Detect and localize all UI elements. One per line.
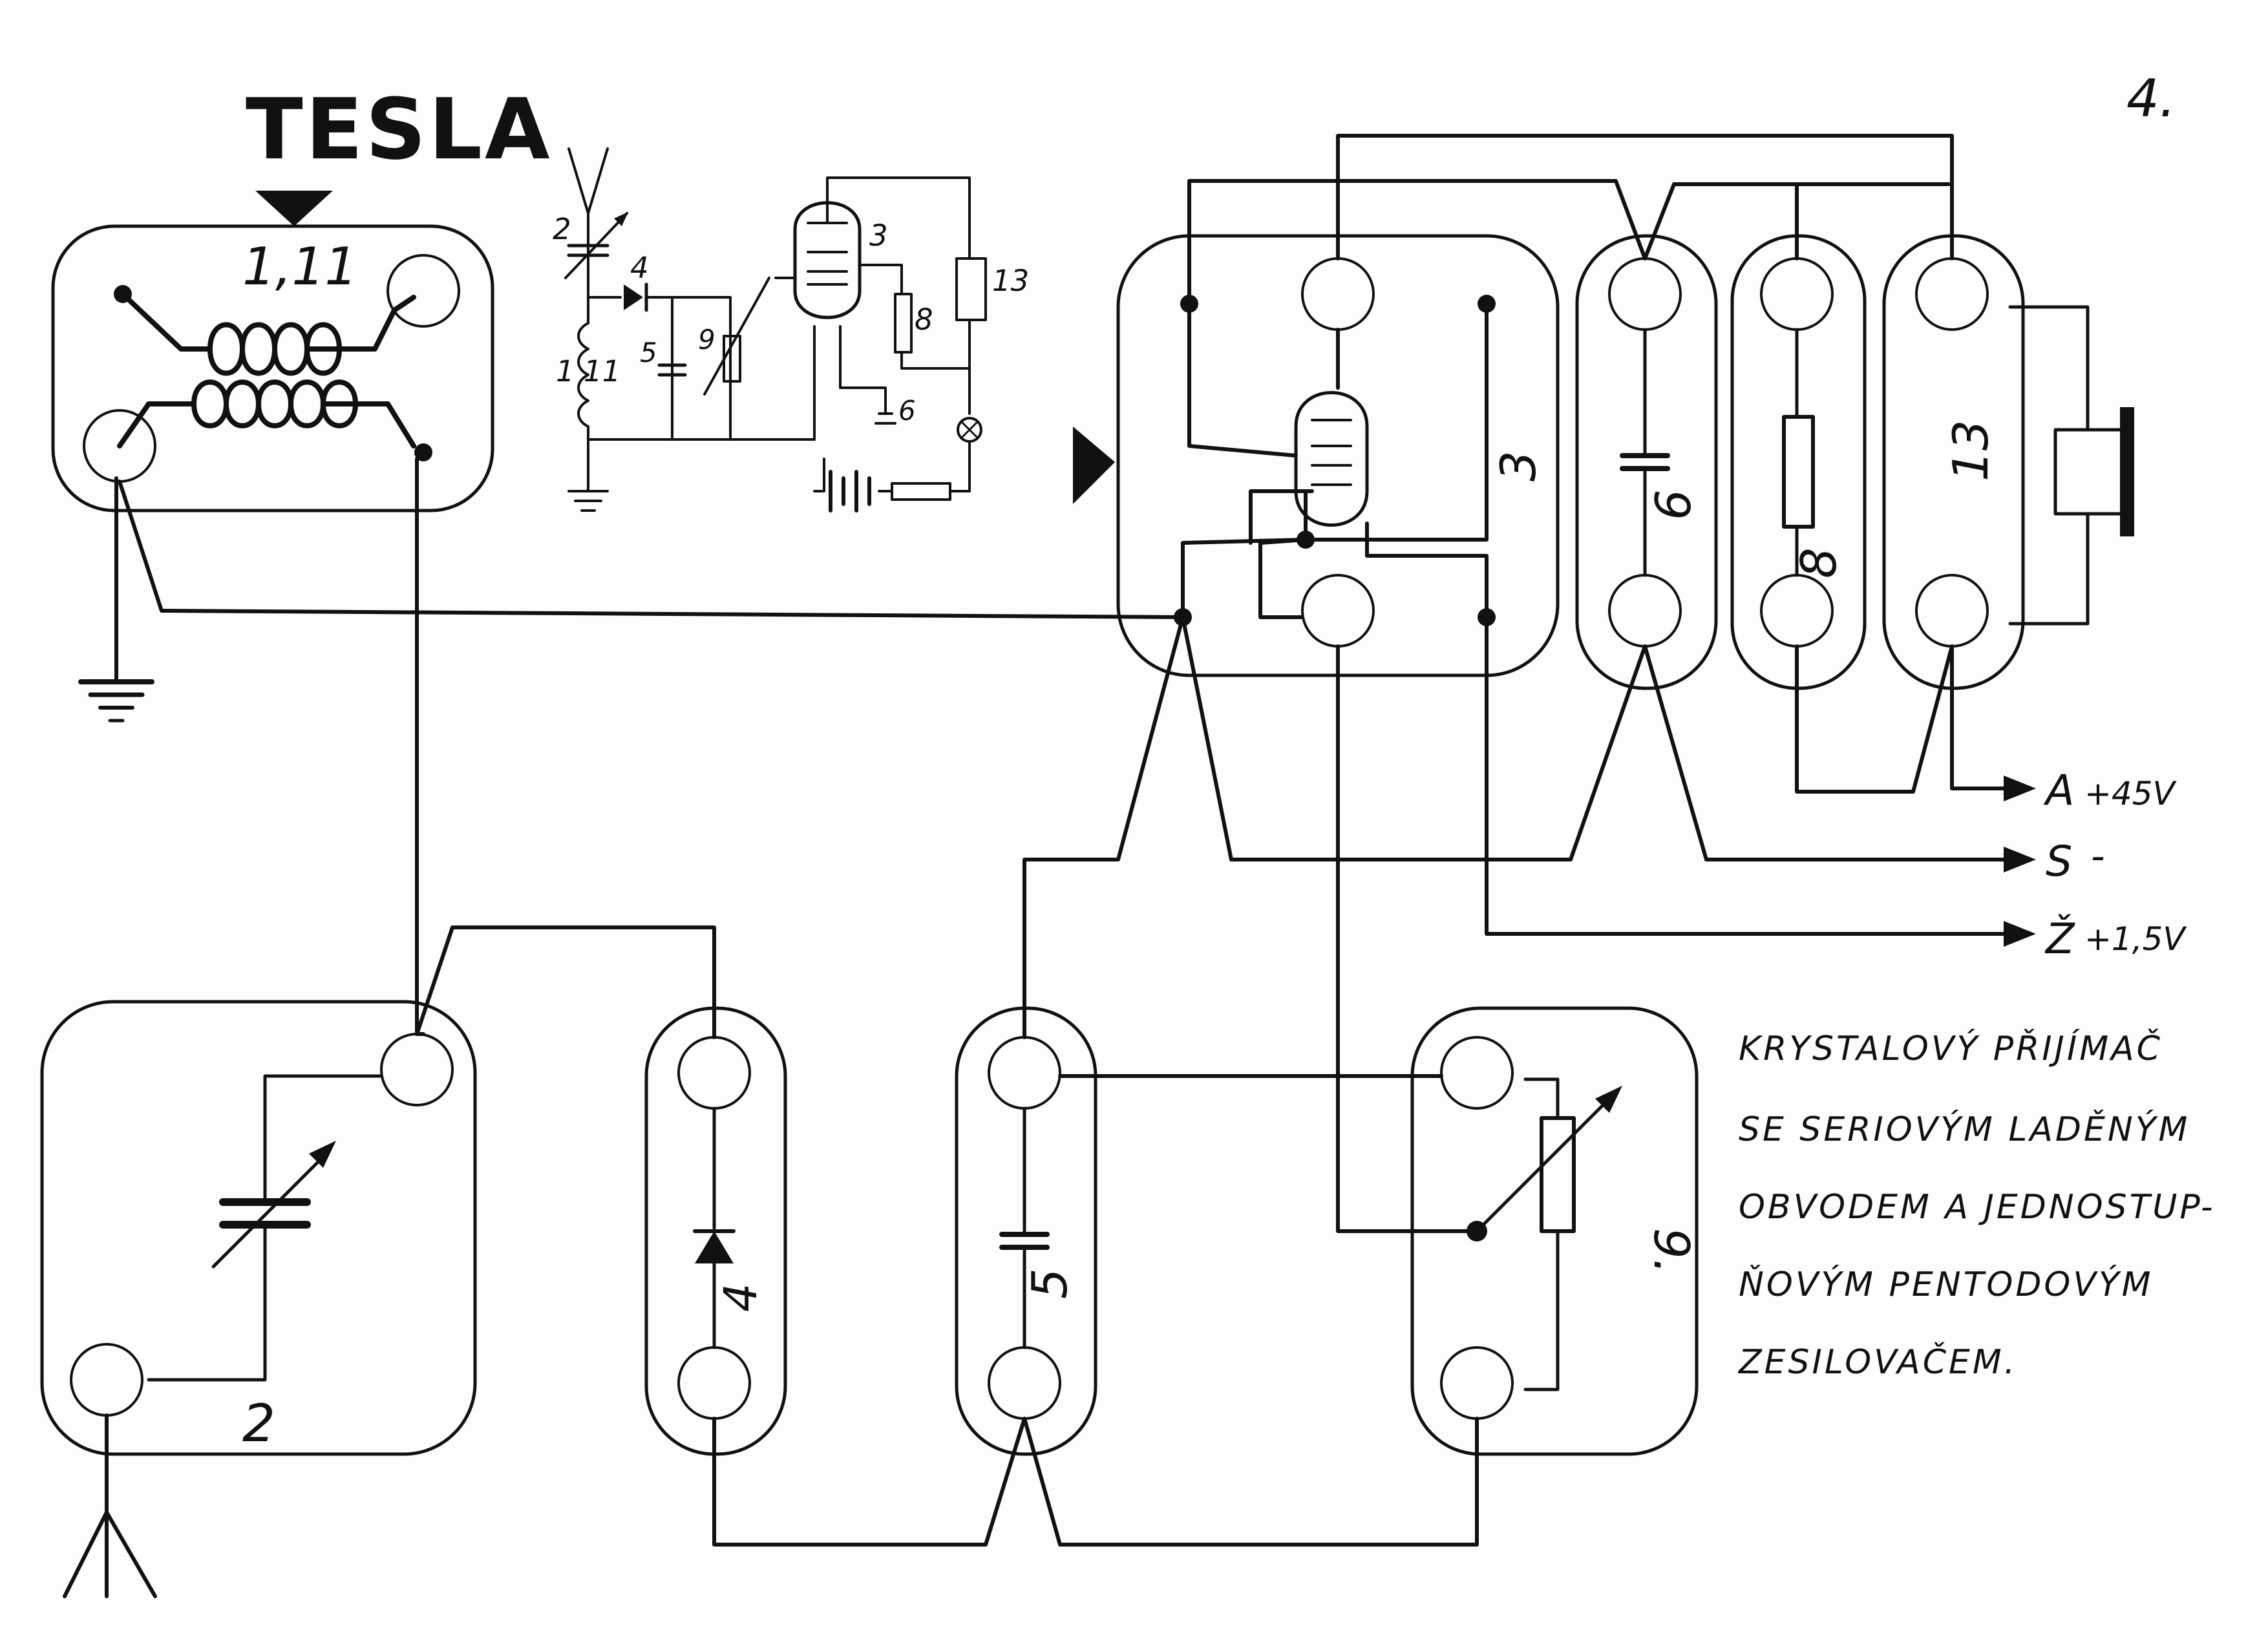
diode-board: 4 [644, 1006, 787, 1456]
description-line-5: ZESILOVAČEM. [1737, 1342, 2017, 1382]
marker-triangle-down [255, 191, 333, 226]
varcap-label: 2 [242, 1393, 275, 1453]
description-line-3: OBVODEM A JEDNOSTUP- [1739, 1188, 2216, 1227]
wiring [118, 134, 2036, 1547]
earphone-board: 13 [1882, 234, 2134, 690]
cap5-socket-bottom[interactable] [988, 1346, 1061, 1420]
varcap-socket-bottom[interactable] [70, 1343, 143, 1417]
resistor-label: 8 [1790, 547, 1847, 578]
inset-label-5: 5 [640, 337, 657, 368]
description-line-4: ŇOVÝM PENTODOVÝM [1739, 1265, 2154, 1304]
earphone-label: 13 [1942, 420, 1999, 481]
pentode-icon [1294, 391, 1369, 527]
inset-label-9: 9 [698, 324, 715, 355]
inset-label-8: 8 [915, 302, 933, 337]
pot-label: 9. [1643, 1228, 1700, 1274]
inset-label-4: 4 [630, 251, 649, 285]
pot-socket-top[interactable] [1440, 1036, 1514, 1110]
varcap-socket-top[interactable] [380, 1033, 454, 1106]
inset-label-3: 3 [869, 218, 888, 253]
tube-socket-top[interactable] [1301, 257, 1375, 331]
ground-icon [78, 476, 154, 723]
terminal-s-value: - [2091, 834, 2105, 879]
resistor-board: 8 [1730, 234, 1867, 690]
inset-label-6: 6 [898, 395, 916, 427]
marker-triangle-right [1073, 427, 1115, 504]
coil-socket-top-right[interactable] [387, 254, 460, 328]
coil-secondary [117, 379, 416, 449]
coil-board: 1,11 [51, 224, 494, 512]
tube-socket-bottom[interactable] [1301, 574, 1375, 648]
diode-label: 4 [714, 1283, 767, 1312]
diode-icon [695, 1231, 734, 1263]
resistor-socket-top[interactable] [1760, 257, 1834, 331]
potentiometer-board: 9. [1410, 1006, 1700, 1456]
cap5-socket-top[interactable] [988, 1036, 1061, 1110]
terminal-z-value: +1,5V [2084, 920, 2187, 958]
inset-label-1-11: 1 11 [556, 354, 620, 388]
brand-logo: TESLA [246, 80, 553, 178]
resistor-socket-bottom[interactable] [1760, 574, 1834, 648]
tube-board-label: 3 [1490, 450, 1547, 481]
schematic-inset: 2 4 1 11 5 9 3 13 8 6 [553, 147, 1029, 512]
antenna-icon [63, 1413, 157, 1598]
terminal-a: A +45V [2043, 766, 2178, 815]
potentiometer-icon [1540, 1116, 1576, 1233]
cap6-socket-top[interactable] [1608, 257, 1682, 331]
terminal-a-value: +45V [2084, 775, 2178, 812]
diode-socket-top[interactable] [677, 1036, 751, 1110]
earphone-icon [2053, 428, 2125, 516]
terminal-s: S - [2046, 834, 2105, 886]
description-line-1: KRYSTALOVÝ PŘIJÍMAČ [1739, 1028, 2163, 1068]
diode-socket-bottom[interactable] [677, 1346, 751, 1420]
terminal-s-letter: S [2046, 838, 2072, 886]
description-text: KRYSTALOVÝ PŘIJÍMAČ SE SERIOVÝM LADĚNÝM … [1737, 1028, 2216, 1382]
cap5-label: 5 [1021, 1268, 1078, 1299]
coil-primary [120, 291, 416, 376]
inset-label-13: 13 [992, 264, 1029, 298]
earphone-socket-bottom[interactable] [1915, 574, 1989, 648]
varcap-board: 2 [40, 1000, 477, 1456]
terminal-a-letter: A [2043, 766, 2074, 815]
description-line-2: SE SERIOVÝM LADĚNÝM [1739, 1110, 2190, 1149]
earphone-socket-top[interactable] [1915, 257, 1989, 331]
cap6-label: 6 [1645, 489, 1702, 520]
capacitor6-board: 6 [1575, 234, 1718, 690]
pot-socket-bottom[interactable] [1440, 1346, 1514, 1420]
terminal-z-letter: Ž [2044, 913, 2075, 964]
coil-board-label: 1,11 [242, 237, 357, 297]
page-number: 4. [2126, 69, 2176, 129]
inset-label-2: 2 [553, 212, 571, 246]
cap6-socket-bottom[interactable] [1608, 574, 1682, 648]
terminal-z: Ž +1,5V [2044, 913, 2187, 964]
